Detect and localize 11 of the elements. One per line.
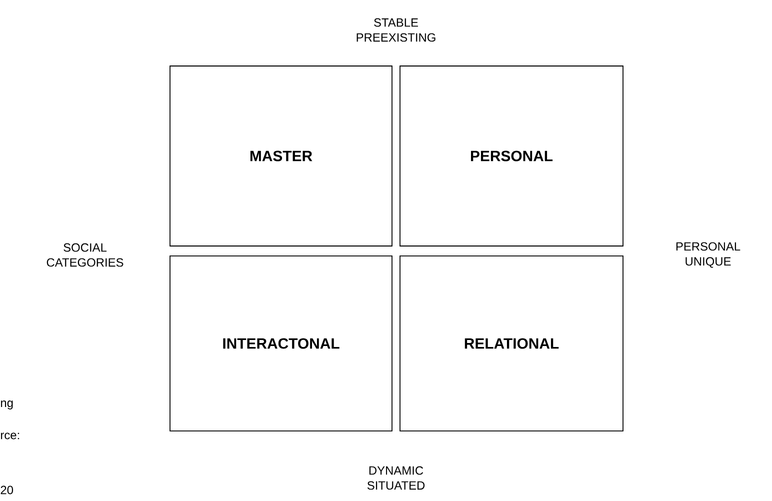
axis-label: SOCIAL CATEGORIES: [46, 243, 124, 267]
axis-label: 20: [0, 486, 14, 494]
axis-label: PERSONAL UNIQUE: [676, 242, 740, 268]
quadrant-box: RELATIONAL: [400, 256, 624, 432]
quadrant-box: INTERACTONAL: [170, 256, 392, 432]
axis-label: ng: [1, 400, 13, 410]
axis-label: DYNAMIC SITUATED: [367, 466, 425, 490]
axis-label: STABLE PREEXISTING: [356, 18, 436, 42]
quadrant-box: PERSONAL: [400, 66, 624, 246]
axis-label: rce:: [1, 432, 20, 440]
quadrant-box: MASTER: [170, 66, 392, 246]
